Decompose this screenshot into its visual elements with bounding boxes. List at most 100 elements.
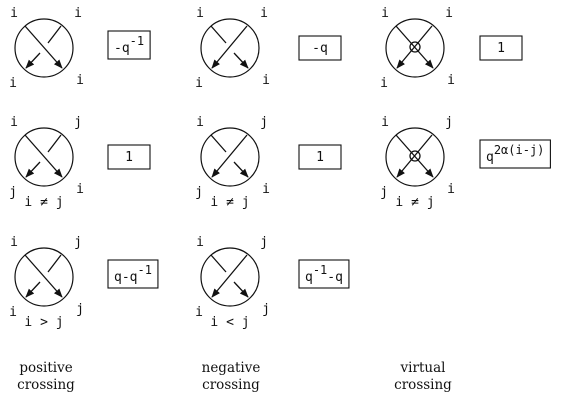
crossing-weight: -q [312,41,328,56]
label-bottom-left: i [195,76,203,91]
weight-box [479,35,523,61]
crossing-weight: 1 [316,150,324,165]
weight-exponent: 2α(i-j) [494,143,545,157]
condition-part: j [419,195,435,210]
column-label-negative: negative [202,360,261,376]
under-strand-upper [210,25,227,44]
column-label-negative-line2: crossing [202,377,260,393]
crossing-circle [385,127,445,187]
over-strand [211,25,248,69]
label-bottom-right: i [447,73,455,88]
label-top-left: i [196,115,204,130]
under-strand-lower [233,161,249,178]
condition-part: i [24,195,40,210]
weight-term: 1 [316,150,324,165]
column-label-positive: positive [19,360,72,376]
condition-part: i [395,195,411,210]
weight-term: q [305,270,313,285]
label-bottom-right: j [262,302,270,317]
under-strand-upper [47,254,62,273]
weight-term: q [486,150,494,165]
condition-part: i > j [24,315,63,330]
crossing-cell-positive: i i i i -q-1 [9,6,151,91]
label-bottom-right: i [262,182,270,197]
virtual-crossing-mark [409,150,421,162]
under-strand-lower [25,52,41,69]
weight-box [298,259,350,289]
under-strand-lower [25,161,41,178]
crossing-weight: 1 [125,150,133,165]
weight-exponent: -1 [313,263,327,277]
under-strand-upper [210,254,227,273]
strand-b [396,134,433,178]
over-strand [211,254,248,298]
crossing-circle [14,18,74,78]
label-top-left: i [381,6,389,21]
over-strand [211,134,248,178]
over-strand [24,254,63,298]
label-top-right: j [445,115,453,130]
column-labels: positivecrossingnegativecrossingvirtualc… [17,360,452,393]
crossing-cell-virtual: i i i i 1 [380,6,523,91]
under-strand-lower [233,281,249,298]
weight-term: -q [327,270,343,285]
condition-part: ≠ [226,195,234,210]
weight-exponent: -1 [137,263,151,277]
weight-box [298,144,342,170]
label-top-left: i [10,6,18,21]
weight-term: 1 [497,41,505,56]
crossing-weight: q-1-q [305,263,343,285]
label-bottom-right: i [76,73,84,88]
label-bottom-left: i [9,76,17,91]
weight-box [298,35,342,61]
under-strand-upper [47,134,62,153]
weight-exponent: -1 [130,34,144,48]
crossing-circle [385,18,445,78]
weight-box [107,259,159,289]
crossing-condition: i ≠ j [24,195,63,210]
label-top-right: i [445,6,453,21]
label-bottom-left: i [9,305,17,320]
condition-part: i < j [210,315,249,330]
crossing-weight: 1 [497,41,505,56]
virtual-crossing-mark [409,41,421,53]
label-bottom-right: i [262,73,270,88]
label-bottom-left: j [380,185,388,200]
label-bottom-right: i [76,182,84,197]
label-top-right: j [74,235,82,250]
crossing-circle [14,127,74,187]
label-bottom-right: j [76,302,84,317]
crossing-condition: i ≠ j [210,195,249,210]
crossing-circle [200,18,260,78]
label-top-left: i [10,115,18,130]
condition-part: j [234,195,250,210]
crossing-cell-positive: i j i j i > j q-q-1 [9,235,159,330]
crossing-circle [14,247,74,307]
label-top-left: i [10,235,18,250]
crossing-weight: q2α(i-j) [486,143,544,165]
label-bottom-right: i [447,182,455,197]
label-top-right: i [74,6,82,21]
weight-term: 1 [125,150,133,165]
condition-part: i [210,195,226,210]
weight-box [107,144,151,170]
label-bottom-left: j [9,185,17,200]
weight-term: -q [114,41,130,56]
strand-b [396,25,433,69]
under-strand-lower [25,281,41,298]
label-bottom-left: i [380,76,388,91]
over-strand [24,134,63,178]
label-top-right: j [74,115,82,130]
label-top-right: i [260,6,268,21]
condition-part: ≠ [40,195,48,210]
crossing-circle [200,127,260,187]
under-strand-lower [233,52,249,69]
column-label-virtual-line2: crossing [394,377,452,393]
under-strand-upper [210,134,227,153]
label-top-left: i [381,115,389,130]
crossing-weight: q-q-1 [114,263,152,285]
